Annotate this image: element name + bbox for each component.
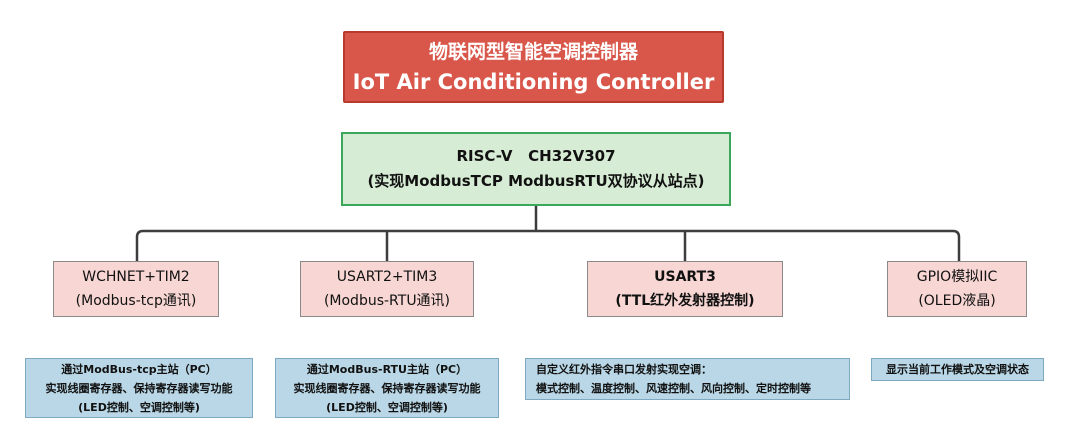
module-usart3-box: USART3 (TTL红外发射器控制) <box>587 261 783 317</box>
title-chinese: 物联网型智能空调控制器 <box>428 41 638 63</box>
description-line: 实现线圈寄存器、保持寄存器读写功能 <box>293 381 481 395</box>
title-box: 物联网型智能空调控制器 IoT Air Conditioning Control… <box>343 31 724 103</box>
description-usart2: 通过ModBus-RTU主站（PC） 实现线圈寄存器、保持寄存器读写功能 (LE… <box>275 358 499 418</box>
description-line: 实现线圈寄存器、保持寄存器读写功能 <box>45 381 233 395</box>
module-sublabel: (OLED液晶) <box>918 293 996 309</box>
module-sublabel: (Modbus-tcp通讯) <box>75 293 197 309</box>
module-label: USART3 <box>654 269 716 285</box>
description-wchnet: 通过ModBus-tcp主站（PC） 实现线圈寄存器、保持寄存器读写功能 (LE… <box>25 358 253 418</box>
module-wchnet-box: WCHNET+TIM2 (Modbus-tcp通讯) <box>53 261 219 317</box>
module-label: USART2+TIM3 <box>336 269 438 285</box>
module-label: WCHNET+TIM2 <box>82 269 190 285</box>
module-sublabel: (Modbus-RTU通讯) <box>323 293 451 309</box>
description-line: 自定义红外指令串口发射实现空调： <box>536 363 712 376</box>
description-line: 模式控制、温度控制、风速控制、风向控制、定时控制等 <box>536 382 811 395</box>
core-chip-label: RISC-V CH32V307 <box>456 147 616 165</box>
module-usart2-box: USART2+TIM3 (Modbus-RTU通讯) <box>300 261 474 317</box>
description-line: 通过ModBus-RTU主站（PC） <box>306 362 468 376</box>
module-sublabel: (TTL红外发射器控制) <box>615 293 755 309</box>
description-line: (LED控制、空调控制等) <box>326 400 448 414</box>
description-line: (LED控制、空调控制等) <box>78 400 200 414</box>
core-mcu-box: RISC-V CH32V307 (实现ModbusTCP ModbusRTU双协… <box>341 132 731 206</box>
title-english: IoT Air Conditioning Controller <box>352 70 715 94</box>
core-description: (实现ModbusTCP ModbusRTU双协议从站点) <box>367 172 705 190</box>
description-gpio-iic: 显示当前工作模式及空调状态 <box>871 358 1044 381</box>
bus-line <box>135 229 961 261</box>
module-label: GPIO模拟IIC <box>916 269 998 285</box>
description-line: 显示当前工作模式及空调状态 <box>886 363 1029 376</box>
module-gpio-iic-box: GPIO模拟IIC (OLED液晶) <box>887 261 1027 317</box>
description-line: 通过ModBus-tcp主站（PC） <box>61 362 217 376</box>
description-usart3: 自定义红外指令串口发射实现空调： 模式控制、温度控制、风速控制、风向控制、定时控… <box>525 358 850 400</box>
